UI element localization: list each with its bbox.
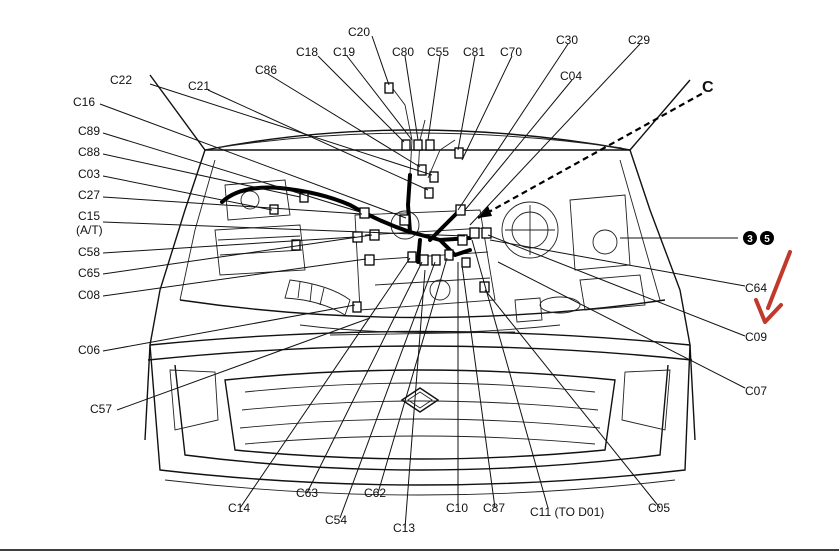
label-c14: C14: [228, 501, 250, 515]
label-c80: C80: [392, 45, 414, 59]
label-c04: C04: [560, 69, 582, 83]
label-c16: C16: [73, 95, 95, 109]
connector-labels: C C20 C18 C19 C80 C55 C81 C70 C30 C29 C0…: [73, 25, 767, 535]
label-c21: C21: [188, 79, 210, 93]
label-c08: C08: [78, 288, 100, 302]
symbol-3-marker: [743, 231, 757, 245]
label-c13: C13: [393, 521, 415, 535]
label-c81: C81: [463, 45, 485, 59]
label-c27: C27: [78, 188, 100, 202]
symbol-markers: 3 5: [743, 231, 774, 245]
label-c29: C29: [628, 33, 650, 47]
label-c88: C88: [78, 145, 100, 159]
label-c55: C55: [427, 45, 449, 59]
label-c87: C87: [483, 501, 505, 515]
label-c20: C20: [348, 25, 370, 39]
label-c86: C86: [255, 63, 277, 77]
symbol-3-text: 3: [747, 234, 753, 245]
label-c64: C64: [745, 281, 767, 295]
label-c10: C10: [446, 501, 468, 515]
symbol-5-text: 5: [764, 234, 770, 245]
label-c62: C62: [364, 486, 386, 500]
label-c19: C19: [333, 45, 355, 59]
label-c54: C54: [325, 513, 347, 527]
label-c15: C15: [78, 209, 100, 223]
label-c06: C06: [78, 343, 100, 357]
red-arrow-icon: [754, 250, 792, 324]
label-c70: C70: [500, 45, 522, 59]
label-c11: C11 (TO D01): [530, 505, 604, 519]
label-c18: C18: [296, 45, 318, 59]
label-c09: C09: [745, 330, 767, 344]
label-c65: C65: [78, 266, 100, 280]
leader-lines: [99, 35, 746, 529]
label-c22: C22: [110, 73, 132, 87]
vehicle-outline: [144, 74, 696, 496]
callout-letter: C: [702, 79, 714, 96]
label-c89: C89: [78, 124, 100, 138]
label-c30: C30: [556, 33, 578, 47]
label-c63: C63: [296, 486, 318, 500]
label-c05: C05: [648, 501, 670, 515]
label-c57: C57: [90, 402, 112, 416]
label-c03: C03: [78, 167, 100, 181]
callout-arrowhead: [478, 206, 492, 218]
label-c07: C07: [745, 384, 767, 398]
callout-arrow-dashed: [477, 91, 706, 219]
label-at: (A/T): [76, 223, 103, 237]
label-c58: C58: [78, 245, 100, 259]
symbol-5-marker: [760, 231, 774, 245]
